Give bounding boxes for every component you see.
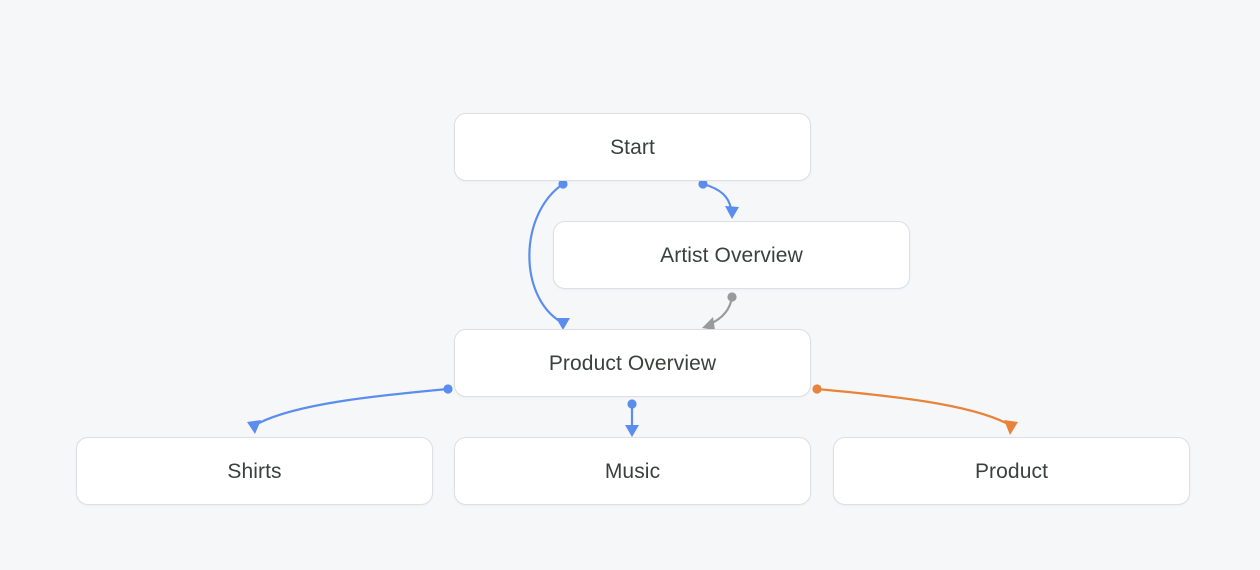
node-label: Artist Overview (660, 243, 803, 267)
node-label: Shirts (227, 459, 282, 483)
edge-artist-overview-to-product-overview (702, 292, 737, 330)
edge-product-overview-to-shirts (247, 384, 453, 434)
node-product[interactable]: Product (833, 437, 1190, 505)
node-artist-overview[interactable]: Artist Overview (553, 221, 910, 289)
node-shirts[interactable]: Shirts (76, 437, 433, 505)
edge-product-overview-to-music (625, 399, 639, 437)
edge-product-overview-to-product (812, 384, 1018, 435)
node-start[interactable]: Start (454, 113, 811, 181)
node-label: Music (604, 459, 661, 483)
edge-start-to-artist-overview (698, 179, 739, 219)
node-product-overview[interactable]: Product Overview (454, 329, 811, 397)
node-label: Product Overview (548, 351, 717, 375)
node-label: Product (974, 459, 1049, 483)
node-music[interactable]: Music (454, 437, 811, 505)
node-label: Start (610, 135, 655, 159)
